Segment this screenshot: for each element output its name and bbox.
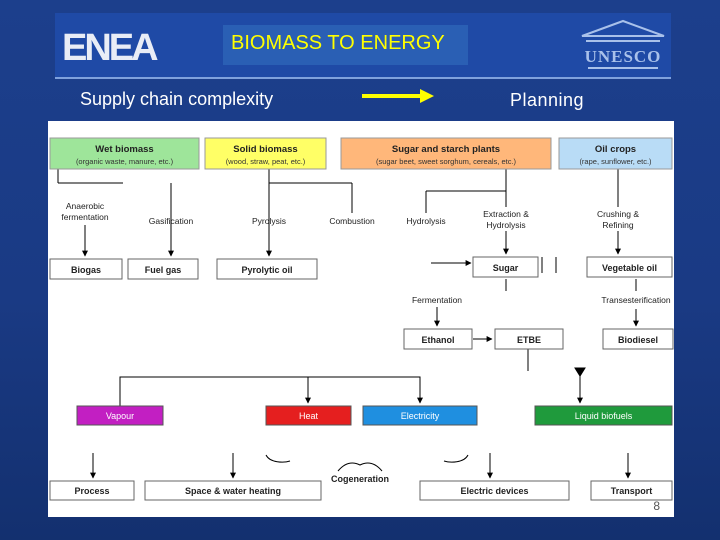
process-pyrolysis: Pyrolysis	[252, 216, 286, 226]
energy-electricity-label: Electricity	[401, 411, 440, 421]
intermediate-biogas-label: Biogas	[71, 265, 101, 275]
process-gasification: Gasification	[149, 216, 194, 226]
energy-vapour-box	[76, 405, 164, 426]
slide-title: BIOMASS TO ENERGY	[231, 32, 445, 54]
biomass-diagram: Wet biomass (organic waste, manure, etc.)…	[48, 121, 674, 517]
intermediate-vegetable-oil-label: Vegetable oil	[602, 263, 657, 273]
source-sugar-starch-title: Sugar and starch plants	[392, 144, 500, 155]
process-anaerobic-1: Anaerobic	[66, 201, 105, 211]
source-sugar-starch-subtitle: (sugar beet, sweet sorghum, cereals, etc…	[376, 157, 517, 166]
intermediate-ethanol-box	[403, 328, 473, 350]
intermediate-pyrolytic-oil-label: Pyrolytic oil	[241, 265, 292, 275]
process-combustion: Combustion	[329, 216, 375, 226]
source-sugar-starch-box	[340, 137, 552, 170]
use-electric-devices-label: Electric devices	[460, 486, 528, 496]
source-oil-crops-title: Oil crops	[595, 144, 636, 155]
intermediate-pyrolytic-oil-box	[216, 258, 318, 280]
cogeneration-curve-right	[443, 454, 469, 463]
cogeneration-curve-left	[265, 454, 291, 463]
source-wet-biomass-box	[49, 137, 200, 170]
use-electric-devices-box	[419, 480, 570, 501]
intermediate-ethanol-label: Ethanol	[422, 335, 455, 345]
process-crushing-1: Crushing &	[597, 209, 639, 219]
source-solid-biomass-box	[204, 137, 327, 170]
source-oil-crops-box	[558, 137, 673, 170]
process-extraction-1: Extraction &	[483, 209, 529, 219]
intermediate-biodiesel-box	[602, 328, 674, 350]
right-arrow-icon	[362, 89, 434, 103]
energy-heat-label: Heat	[299, 411, 319, 421]
use-space-water-heating-box	[144, 480, 322, 501]
use-space-water-heating-label: Space & water heating	[185, 486, 281, 496]
process-transesterification: Transesterification	[601, 295, 670, 305]
liquid-biofuels-marker	[574, 367, 586, 377]
title-box	[223, 25, 468, 65]
intermediate-biogas-box	[49, 258, 123, 280]
energy-liquid-biofuels-label: Liquid biofuels	[575, 411, 633, 421]
process-crushing-2: Refining	[602, 220, 633, 230]
diagram-canvas: Wet biomass (organic waste, manure, etc.)…	[49, 137, 674, 501]
unesco-logo-text: UNESCO	[585, 47, 662, 66]
source-wet-biomass-subtitle: (organic waste, manure, etc.)	[76, 157, 174, 166]
intermediate-fuel-gas-label: Fuel gas	[145, 265, 182, 275]
intermediate-vegetable-oil-box	[586, 256, 673, 278]
energy-liquid-biofuels-box	[534, 405, 673, 426]
process-fermentation: Fermentation	[412, 295, 462, 305]
process-cogeneration: Cogeneration	[331, 474, 389, 484]
energy-electricity-box	[362, 405, 478, 426]
use-process-box	[49, 480, 135, 501]
cogeneration-brace	[337, 462, 383, 472]
energy-heat-box	[265, 405, 352, 426]
intermediate-sugar-box	[472, 256, 539, 278]
unesco-logo: UNESCO	[581, 19, 665, 69]
intermediate-etbe-box	[494, 328, 564, 350]
source-solid-biomass-title: Solid biomass	[233, 144, 297, 155]
source-wet-biomass-title: Wet biomass	[95, 144, 153, 155]
use-transport-box	[590, 480, 673, 501]
process-hydrolysis: Hydrolysis	[406, 216, 445, 226]
page-number: 8	[653, 499, 660, 513]
source-oil-crops-subtitle: (rape, sunflower, etc.)	[579, 157, 652, 166]
intermediate-fuel-gas-box	[127, 258, 199, 280]
intermediate-etbe-label: ETBE	[517, 335, 541, 345]
unesco-roof	[581, 19, 665, 37]
subtitle-planning: Planning	[510, 90, 585, 110]
process-anaerobic-2: fermentation	[61, 212, 109, 222]
subtitle-supply-chain: Supply chain complexity	[80, 89, 274, 109]
enea-logo: ENEA	[62, 27, 159, 69]
intermediate-sugar-label: Sugar	[493, 263, 519, 273]
source-solid-biomass-subtitle: (wood, straw, peat, etc.)	[226, 157, 306, 166]
process-extraction-2: Hydrolysis	[486, 220, 525, 230]
bus-to-electricity	[119, 376, 423, 406]
energy-vapour-label: Vapour	[106, 411, 134, 421]
use-process-label: Process	[74, 486, 109, 496]
use-transport-label: Transport	[611, 486, 653, 496]
intermediate-biodiesel-label: Biodiesel	[618, 335, 658, 345]
